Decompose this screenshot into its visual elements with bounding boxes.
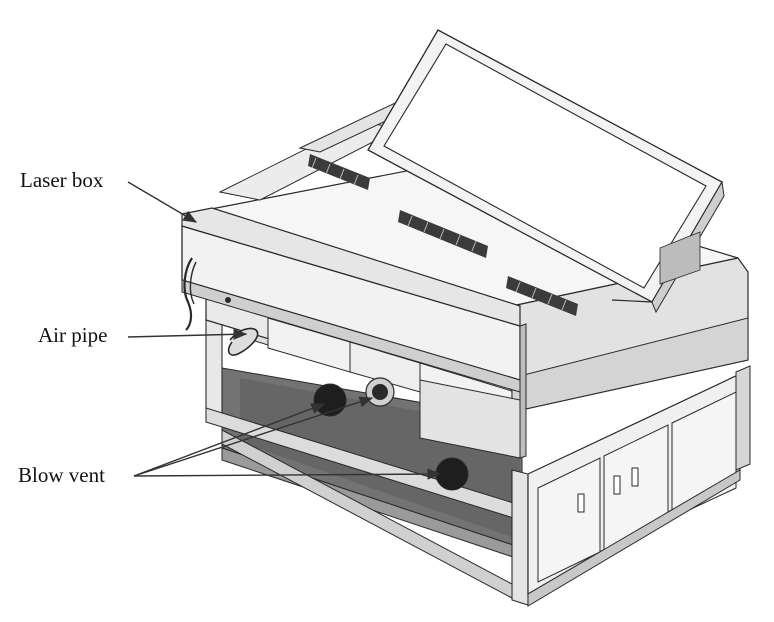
blow-vent-label: Blow vent (18, 463, 105, 487)
blow-vent-right (435, 457, 469, 491)
blow-vent-arrow-right (133, 468, 442, 480)
machine-body (181, 95, 749, 459)
top-vents (308, 154, 578, 316)
lid-window (367, 29, 725, 314)
callout-blow-vent: Blow vent (18, 396, 442, 487)
air-pipe-arrow (127, 328, 248, 340)
blow-vent-arrow-left (133, 403, 326, 477)
air-pipe-label: Air pipe (38, 323, 107, 347)
callout-air-pipe: Air pipe (38, 323, 248, 347)
stand-frame (205, 309, 751, 607)
blow-vent-arrow-center (133, 396, 374, 477)
laser-box-label: Laser box (20, 168, 104, 192)
laser-box-arrow (127, 181, 198, 223)
callout-laser-box: Laser box (20, 168, 198, 223)
